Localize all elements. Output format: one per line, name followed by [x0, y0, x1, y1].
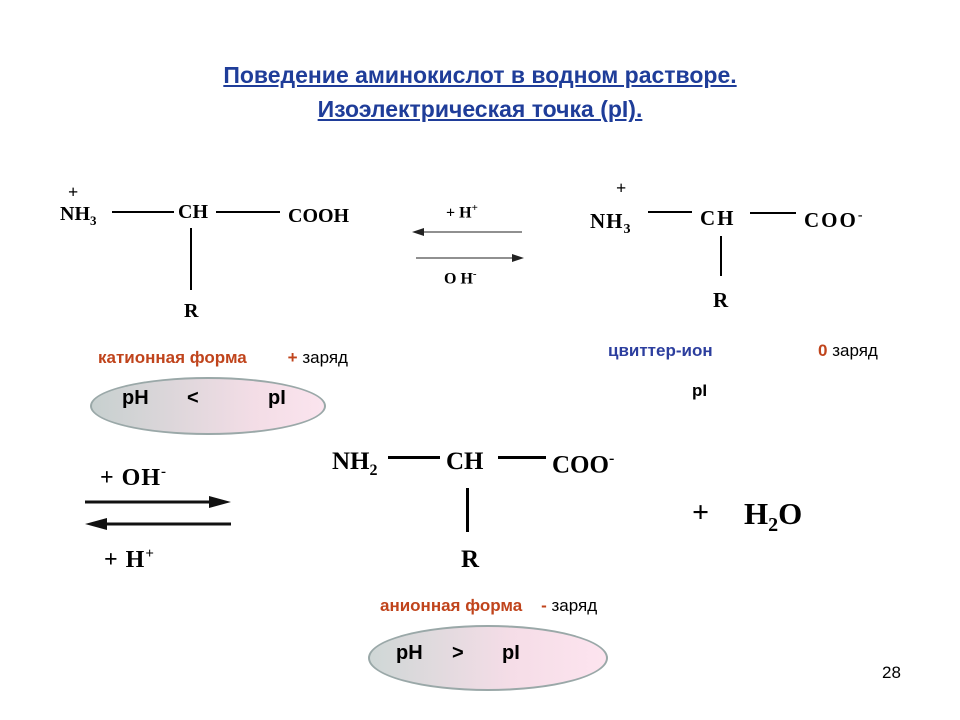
slide-title-line1: Поведение аминокислот в водном растворе. — [223, 62, 737, 88]
bond-an-ch-r — [466, 488, 469, 532]
anion-nh2-sub: 2 — [369, 462, 378, 479]
zwitterion-charge-word: заряд — [827, 341, 878, 360]
cation-ph: pH — [122, 387, 149, 409]
plus-water-sign: + — [692, 496, 710, 529]
anion-coo: COO- — [552, 450, 614, 479]
cation-pi: pI — [268, 387, 286, 409]
anion-coo-text: COO — [552, 451, 609, 479]
anion-charge-word: заряд — [546, 596, 598, 615]
cation-charge-word: заряд — [297, 348, 348, 367]
anion-label-row: анионная форма - заряд — [380, 596, 597, 616]
cation-condition-ellipse — [90, 377, 326, 435]
top-oh-text: O H — [444, 270, 473, 288]
top-h-plus: + H+ — [446, 202, 478, 222]
bottom-equilibrium-arrows — [85, 496, 231, 530]
top-oh-minus: O H- — [444, 268, 477, 288]
anion-pi: pI — [502, 642, 520, 664]
bond-ch-cooh — [216, 211, 280, 213]
zwitterion-charge-sign: 0 — [818, 341, 828, 360]
bond-zw-nh3-ch — [648, 211, 692, 213]
page-number: 28 — [882, 663, 901, 682]
cation-form-label: катионная форма — [98, 348, 247, 367]
bond-zw-ch-r — [720, 236, 722, 276]
water-sub: 2 — [768, 514, 779, 537]
water-h: H — [744, 496, 769, 531]
zwitterion-ch: CH — [700, 206, 736, 230]
bond-nh3-ch — [112, 211, 174, 213]
cation-nh3-sub: 3 — [90, 213, 97, 228]
anion-nh2: NH2 — [332, 448, 378, 480]
top-oh-sup: - — [472, 268, 477, 280]
zwitterion-form-label: цвиттер-ион — [608, 341, 713, 360]
bottom-oh-text: + OH — [100, 465, 162, 491]
anion-r: R — [461, 546, 480, 573]
bond-an-ch-coo — [498, 456, 546, 459]
top-h-plus-text: + H — [446, 204, 472, 222]
top-equilibrium-arrows — [412, 228, 524, 262]
zwitterion-r: R — [713, 288, 729, 312]
cation-charge-sign: + — [287, 348, 298, 367]
cation-nh3-text: NH — [60, 203, 90, 225]
water-formula: H2O — [744, 496, 802, 537]
water-o: O — [778, 496, 803, 531]
bottom-h-text: + H — [104, 547, 146, 573]
zwitterion-nh3-sub: 3 — [623, 222, 632, 238]
anion-ch: CH — [446, 448, 484, 475]
bond-an-nh2-ch — [388, 456, 440, 459]
anion-charge-sign: - — [541, 596, 547, 615]
anion-condition-ellipse — [368, 625, 608, 691]
zwitterion-nh3: NH3 — [590, 209, 632, 238]
slide-title-line2: Изоэлектрическая точка (pI). — [317, 96, 643, 122]
zwitterion-coo-sup: - — [857, 208, 865, 223]
bond-zw-ch-coo — [750, 212, 796, 214]
cation-cooh: COOH — [288, 205, 350, 227]
cation-ch: CH — [178, 201, 208, 223]
bottom-h-sup: + — [145, 546, 155, 562]
bottom-oh-sup: - — [161, 464, 168, 480]
anion-nh2-text: NH — [332, 448, 370, 475]
bottom-oh-minus: + OH- — [100, 464, 167, 492]
cation-less-than: < — [187, 387, 199, 409]
cation-r: R — [184, 300, 199, 322]
zwitterion-coo-text: COO — [804, 208, 858, 232]
zwitterion-nh3-text: NH — [590, 209, 624, 233]
anion-coo-sup: - — [608, 450, 615, 467]
top-h-plus-sup: + — [471, 202, 478, 214]
anion-form-label: анионная форма — [380, 596, 523, 615]
zwitterion-charge-plus: + — [616, 178, 627, 198]
anion-ph: pH — [396, 642, 423, 664]
bottom-h-plus: + H+ — [104, 546, 155, 574]
cation-charge-plus: + — [68, 182, 79, 202]
bond-ch-r — [190, 228, 192, 290]
zwitterion-charge-row: 0 заряд — [818, 341, 878, 361]
zwitterion-pi: pI — [692, 381, 708, 400]
anion-greater-than: > — [452, 642, 464, 664]
cation-nh3: NH3 — [60, 203, 97, 229]
zwitterion-coo: COO- — [804, 208, 865, 233]
cation-label-row: катионная форма + заряд — [98, 348, 348, 368]
